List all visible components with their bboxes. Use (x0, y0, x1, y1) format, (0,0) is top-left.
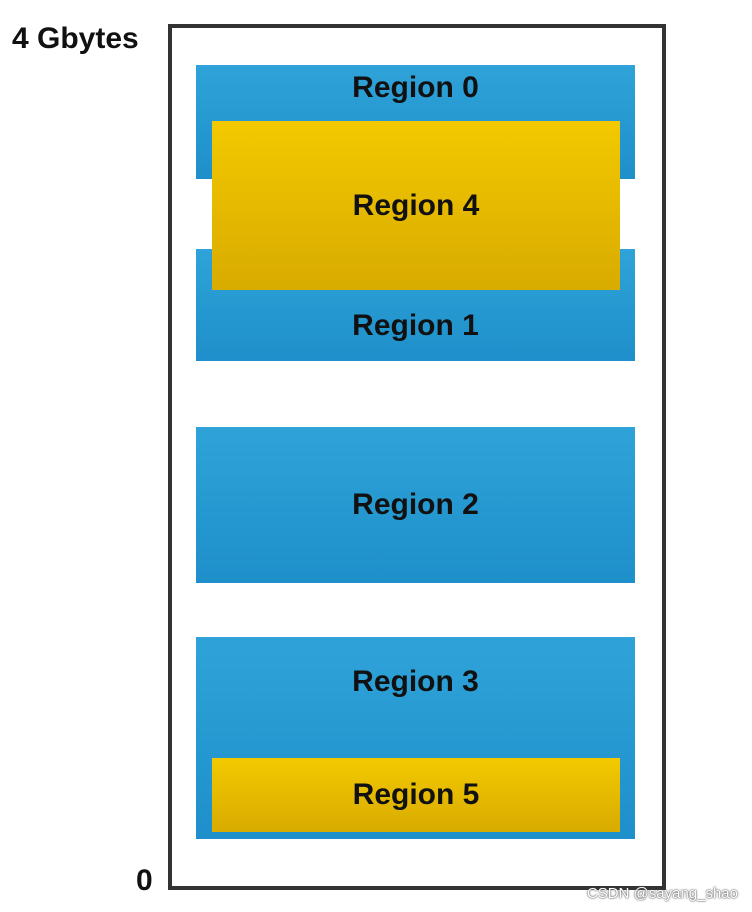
region-5-block: Region 5 (212, 758, 620, 832)
region-4-label: Region 4 (352, 188, 480, 222)
region-2-label: Region 2 (352, 488, 479, 521)
region-1-label: Region 1 (352, 309, 479, 342)
region-4-block: Region 4 (212, 121, 620, 290)
region-3-label: Region 3 (352, 665, 479, 698)
memory-map: Region 0 Region 1 Region 2 Region 3 Regi… (168, 24, 666, 890)
watermark: CSDN @sayang_shao (586, 885, 738, 902)
axis-bottom-label: 0 (136, 864, 153, 897)
axis-top-label: 4 Gbytes (12, 22, 139, 55)
region-5-label: Region 5 (352, 778, 480, 811)
region-0-label: Region 0 (352, 71, 479, 104)
region-2-block: Region 2 (196, 427, 635, 583)
